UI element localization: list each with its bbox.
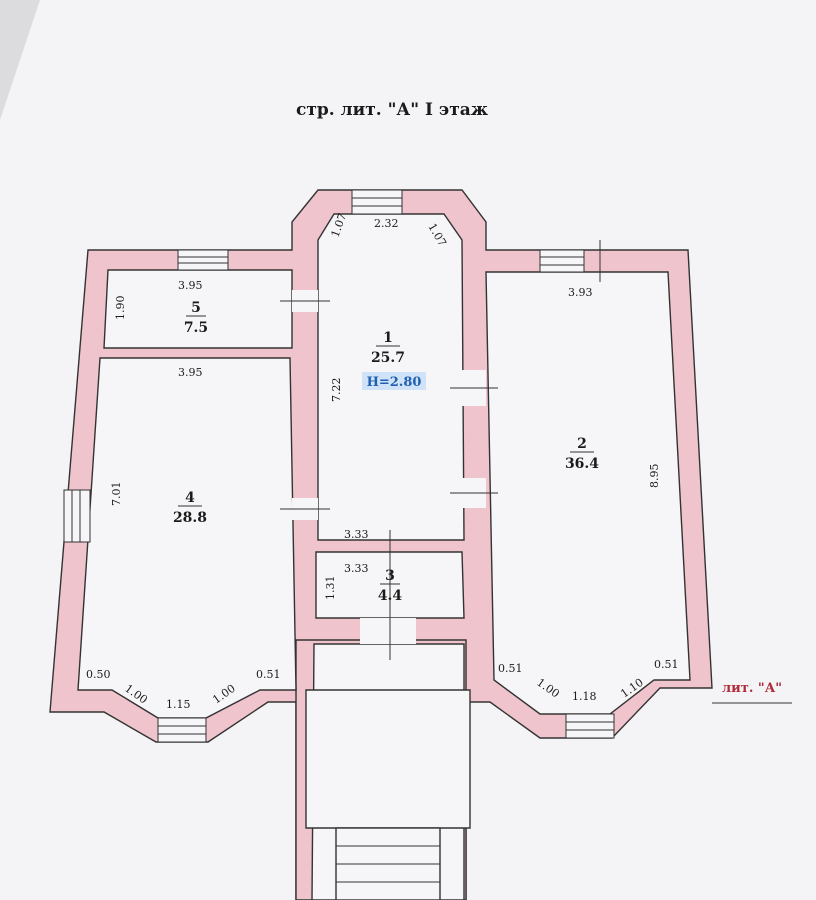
- dim-r2-height: 8.95: [648, 464, 661, 489]
- corridor-lower: [305, 689, 471, 829]
- room-4: [77, 357, 297, 719]
- room-1-height: H=2.80: [367, 375, 422, 390]
- dim-r3-depth: 1.31: [324, 576, 337, 601]
- windows: [63, 189, 615, 743]
- room-5-area: 7.5: [184, 320, 208, 336]
- dim-r2-bay-left-side: 0.51: [498, 662, 523, 675]
- room-3-area: 4.4: [378, 588, 403, 604]
- dim-r4-height: 7.01: [110, 482, 123, 507]
- room-2-number: 2: [577, 436, 587, 452]
- dim-r4-bay-right-side: 0.51: [256, 668, 281, 681]
- dim-r5-depth: 1.90: [114, 296, 127, 321]
- room-5-number: 5: [191, 300, 201, 316]
- room-3-number: 3: [385, 568, 395, 584]
- dim-r5-width: 3.95: [178, 279, 203, 292]
- room-1-area: 25.7: [371, 350, 405, 366]
- dim-r4-top: 3.95: [178, 366, 203, 379]
- room-1-number: 1: [383, 330, 393, 346]
- room-2: [485, 271, 691, 715]
- doors: [280, 240, 601, 660]
- dim-r3-top-inner: 3.33: [344, 562, 369, 575]
- dim-r3-top-outer: 3.33: [344, 528, 369, 541]
- room-4-number: 4: [185, 490, 195, 506]
- room-5: [103, 269, 293, 349]
- dim-r2-bay-right-side: 0.51: [654, 658, 679, 671]
- dim-r1-height: 7.22: [330, 378, 343, 403]
- dim-r4-bay-left-side: 0.50: [86, 668, 111, 681]
- dim-r2-width: 3.93: [568, 286, 593, 299]
- stairs: [335, 827, 441, 900]
- room-4-area: 28.8: [173, 510, 207, 526]
- dim-r1-bay-top: 2.32: [374, 217, 399, 230]
- plan-title: стр. лит. "А" I этаж: [296, 100, 488, 120]
- dim-r4-bay-front: 1.15: [166, 698, 191, 711]
- section-label: лит. "А": [722, 681, 782, 696]
- room-labels: 1 25.7 H=2.80 2 36.4 3 4.4 4 28.8 5 7.5: [173, 300, 599, 604]
- room-2-area: 36.4: [565, 456, 599, 472]
- height-highlight: [362, 372, 426, 390]
- dim-r2-bay-front: 1.18: [572, 690, 597, 703]
